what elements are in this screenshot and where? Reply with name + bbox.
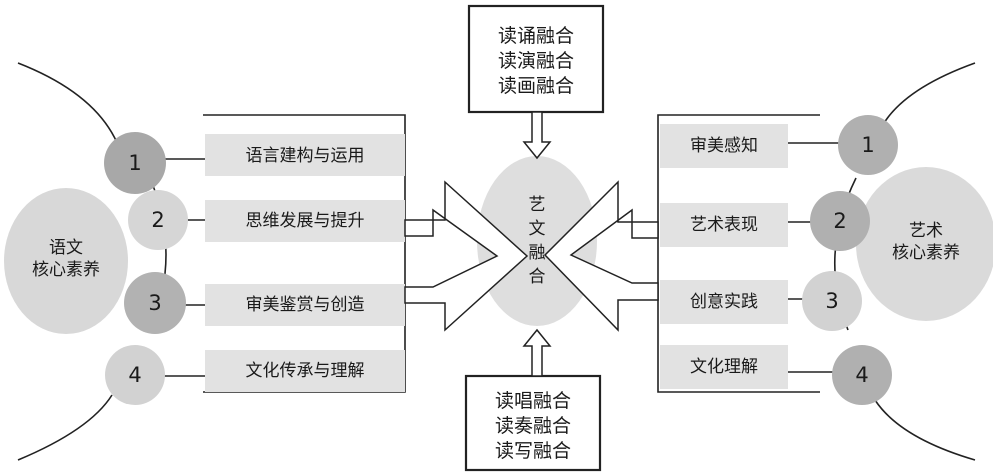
bottom-box-text: 读唱融合 读奏融合 读写融合 (494, 390, 571, 462)
right-band-3 (660, 280, 788, 324)
right-item-label-2: 艺术表现 (690, 215, 758, 235)
right-num-circle-2 (810, 191, 870, 251)
right-bracket (657, 114, 820, 393)
left-num-circle-1 (104, 132, 166, 194)
right-band-4 (660, 345, 788, 389)
bottom-arrow (522, 328, 552, 377)
right-num-circle-4 (832, 345, 892, 405)
center-ellipse (477, 156, 597, 326)
left-number-2: 2 (151, 208, 165, 232)
right-band-2 (660, 203, 788, 247)
right-number-2: 2 (833, 209, 847, 233)
left-arc-top (17, 62, 121, 151)
right-number-1: 1 (861, 133, 875, 157)
right-number-4: 4 (855, 363, 869, 387)
right-chevron (543, 180, 659, 332)
top-arrow (522, 111, 552, 160)
left-item-label-2: 思维发展与提升 (245, 211, 365, 231)
left-arc-bottom (17, 394, 113, 461)
right-core-label: 艺术 核心素养 (892, 221, 960, 263)
left-num-circle-4 (105, 345, 165, 405)
left-core-ellipse (4, 188, 128, 334)
left-core-label: 语文 核心素养 (32, 238, 100, 280)
left-num-circle-3 (124, 272, 186, 334)
left-band-4 (205, 350, 405, 392)
right-arc-top (879, 62, 976, 131)
left-number-3: 3 (148, 291, 162, 315)
center-label: 艺 文 融 合 (528, 195, 546, 287)
left-band-1 (205, 134, 405, 176)
right-item-label-4: 文化理解 (690, 357, 758, 377)
left-band-2 (205, 200, 405, 242)
left-chevron (404, 180, 529, 332)
right-num-circle-3 (802, 271, 862, 331)
right-item-label-3: 创意实践 (690, 292, 758, 312)
left-item-label-3: 审美鉴赏与创造 (245, 295, 365, 315)
left-item-label-4: 文化传承与理解 (245, 361, 365, 381)
bottom-box (464, 374, 602, 472)
right-core-ellipse (856, 167, 993, 321)
top-box-text: 读诵融合 读演融合 读画融合 (497, 25, 574, 97)
left-band-3 (205, 284, 405, 326)
right-item-label-1: 审美感知 (690, 136, 758, 156)
left-number-4: 4 (128, 363, 142, 387)
left-item-label-1: 语言建构与运用 (245, 146, 365, 166)
left-number-1: 1 (128, 151, 142, 175)
right-band-1 (660, 124, 788, 168)
top-box (467, 4, 605, 114)
right-num-circle-1 (838, 115, 898, 175)
left-num-circle-2 (128, 190, 188, 250)
right-arc-bottom (874, 399, 976, 461)
right-number-3: 3 (825, 289, 839, 313)
